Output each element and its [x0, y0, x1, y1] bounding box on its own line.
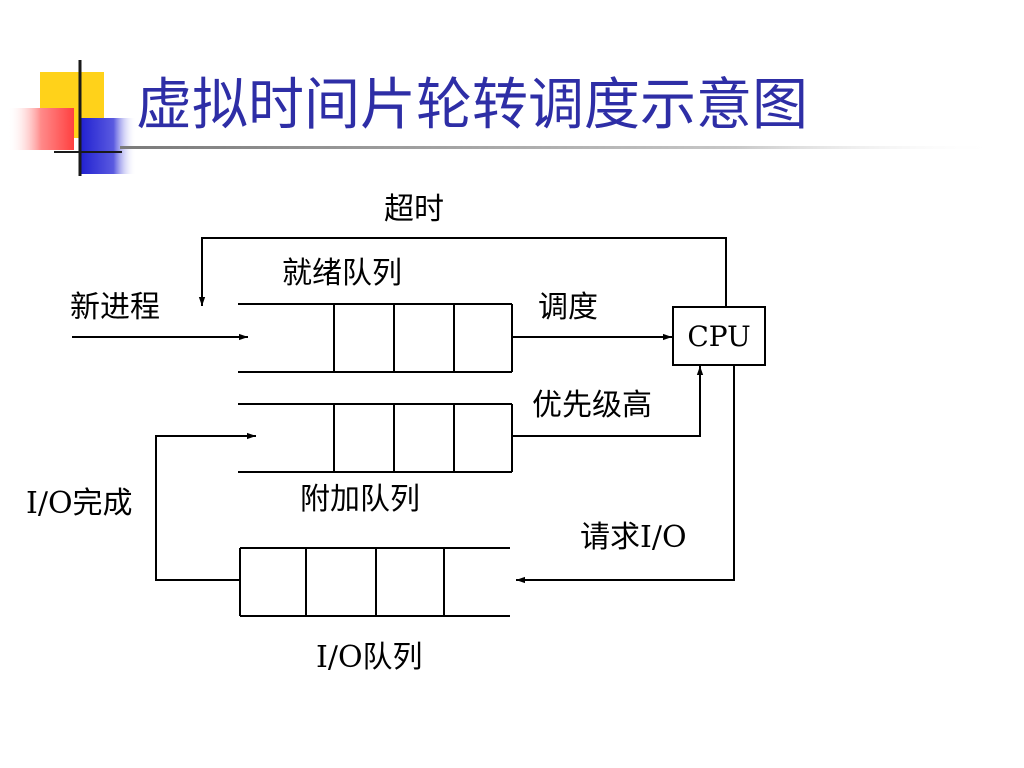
timeout-label: 超时 — [384, 192, 444, 227]
io-queue-label: I/O队列 — [316, 640, 423, 675]
cpu-box: CPU — [672, 306, 766, 366]
io-complete-arrow — [155, 432, 256, 581]
io-complete-label: I/O完成 — [26, 486, 133, 521]
title-underline — [120, 146, 1000, 149]
io-request-label: 请求I/O — [580, 520, 687, 555]
high-priority-label: 优先级高 — [532, 388, 652, 423]
ready-queue — [238, 303, 513, 373]
dispatch-label: 调度 — [538, 290, 598, 325]
deco-red-square — [8, 108, 74, 150]
ready-queue-label: 就绪队列 — [282, 256, 402, 291]
aux-queue-label: 附加队列 — [300, 482, 420, 517]
io-queue — [239, 547, 510, 617]
timeout-arrow — [198, 237, 727, 306]
new-process-label: 新进程 — [70, 290, 160, 325]
slide-title: 虚拟时间片轮转调度示意图 — [136, 73, 808, 138]
aux-queue — [238, 403, 513, 473]
io-request-arrow — [516, 366, 735, 584]
high-priority-arrow — [512, 366, 704, 437]
title-decoration — [8, 60, 1000, 176]
